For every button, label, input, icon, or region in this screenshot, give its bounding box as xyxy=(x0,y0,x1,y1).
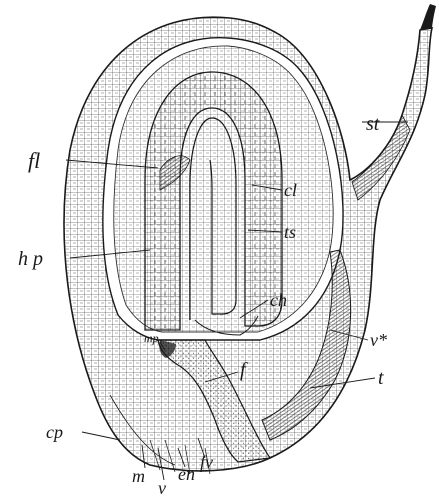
label-vstar: v* xyxy=(370,330,387,350)
label-fv: fv xyxy=(200,452,213,472)
label-ts: ts xyxy=(284,222,296,242)
stalk-tip xyxy=(420,4,436,30)
label-m: m xyxy=(132,466,145,486)
label-v: v xyxy=(158,478,166,497)
label-cp: cp xyxy=(46,422,63,442)
label-cl: cl xyxy=(284,180,297,200)
label-hp: h p xyxy=(18,248,43,270)
label-en: en xyxy=(178,464,195,484)
label-mp: mp xyxy=(144,331,159,345)
label-fl: fl xyxy=(28,148,40,173)
label-ch: ch xyxy=(270,290,287,310)
label-st: st xyxy=(366,113,380,135)
label-t: t xyxy=(378,367,384,389)
